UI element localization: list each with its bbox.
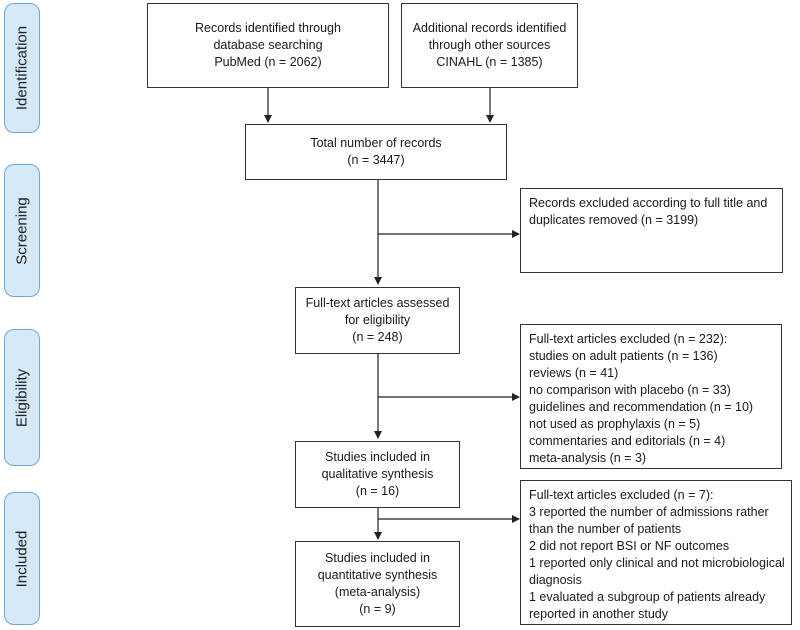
other-records-box: Additional records identified through ot… bbox=[401, 3, 578, 88]
fulltext-excluded-7-box: Full-text articles excluded (n = 7): 3 r… bbox=[520, 480, 792, 625]
stage-identification: Identification bbox=[4, 3, 40, 133]
stage-screening: Screening bbox=[4, 164, 40, 297]
qualitative-synthesis-box: Studies included in qualitative synthesi… bbox=[295, 441, 460, 508]
database-records-box: Records identified through database sear… bbox=[147, 3, 389, 88]
fulltext-excluded-232-box: Full-text articles excluded (n = 232): s… bbox=[520, 324, 782, 469]
stage-eligibility: Eligibility bbox=[4, 329, 40, 466]
total-records-box: Total number of records (n = 3447) bbox=[245, 124, 507, 180]
fulltext-assessed-box: Full-text articles assessed for eligibil… bbox=[295, 287, 460, 354]
records-excluded-box: Records excluded according to full title… bbox=[520, 188, 783, 273]
quantitative-synthesis-box: Studies included in quantitative synthes… bbox=[295, 541, 460, 627]
stage-included: Included bbox=[4, 492, 40, 625]
